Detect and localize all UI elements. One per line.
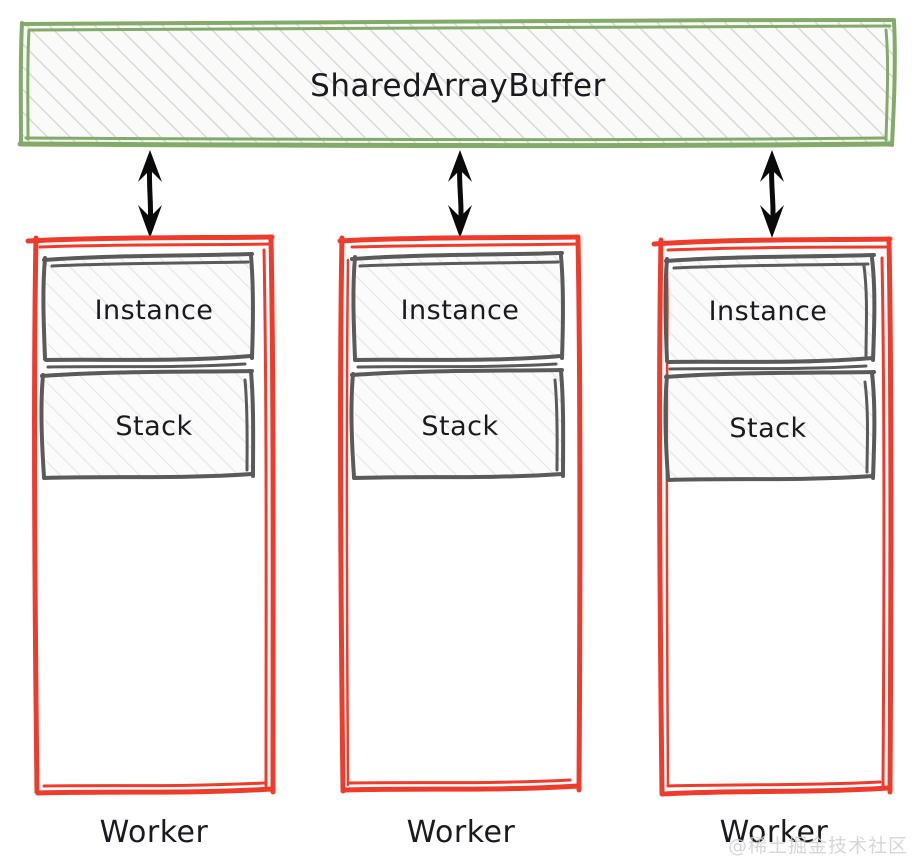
stack-box-3 bbox=[663, 370, 877, 482]
shared-array-buffer-box bbox=[17, 18, 897, 149]
instance-box-2 bbox=[350, 251, 565, 369]
watermark: @稀土掘金技术社区 bbox=[727, 835, 908, 857]
stack-box-2 bbox=[349, 368, 566, 480]
instance-box-3 bbox=[663, 253, 877, 371]
connector-arrow-worker-1 bbox=[138, 150, 162, 238]
connector-arrow-worker-2 bbox=[448, 150, 472, 238]
stack-box-1 bbox=[39, 369, 256, 480]
connector-arrow-worker-3 bbox=[760, 150, 784, 238]
instance-box-1 bbox=[41, 252, 255, 369]
